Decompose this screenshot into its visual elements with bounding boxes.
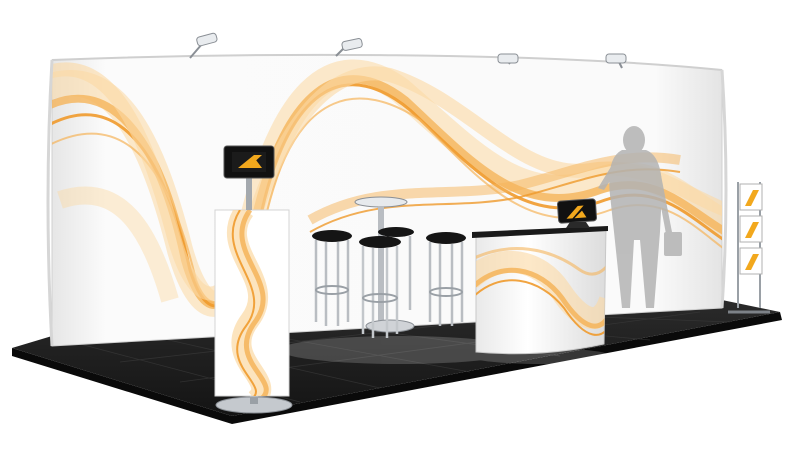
floor-reflection bbox=[280, 336, 610, 364]
table-base bbox=[365, 319, 415, 333]
spotlight-icon bbox=[335, 38, 363, 57]
tablet-logo-icon bbox=[232, 152, 266, 172]
spotlights bbox=[189, 32, 627, 69]
bar-stools bbox=[312, 227, 466, 338]
counter-body bbox=[475, 227, 607, 355]
reception-counter bbox=[472, 198, 608, 355]
table-top bbox=[354, 196, 408, 208]
wave-graphic bbox=[52, 59, 722, 317]
counter-tablet-stand bbox=[566, 222, 590, 228]
brochure-stand bbox=[728, 182, 770, 314]
podium-post bbox=[250, 392, 258, 404]
spotlight-icon bbox=[189, 32, 218, 59]
tablet-pole bbox=[246, 176, 252, 210]
counter-top bbox=[472, 226, 608, 238]
backwall-top-edge bbox=[51, 53, 723, 71]
bar-stool bbox=[359, 236, 401, 338]
brochure-logo-icon bbox=[745, 190, 759, 206]
brochure-holder bbox=[739, 247, 763, 275]
brochure-logo-icon bbox=[745, 222, 759, 238]
bar-stool bbox=[426, 232, 466, 326]
backwall-right-cap bbox=[720, 69, 728, 309]
bar-stool bbox=[312, 230, 352, 326]
counter-wave-graphic bbox=[476, 247, 606, 336]
podium-wave-graphic bbox=[226, 210, 272, 396]
brochure-holder bbox=[739, 215, 763, 243]
brochure-logo-icon bbox=[745, 254, 759, 270]
tablet-logo-icon bbox=[566, 205, 587, 219]
spotlight-icon bbox=[605, 53, 627, 69]
backwall-left-cap bbox=[46, 59, 54, 347]
bar-stool bbox=[378, 227, 414, 310]
podium-stand bbox=[214, 145, 293, 414]
brochure-holder bbox=[739, 183, 763, 211]
person-silhouette bbox=[598, 126, 682, 308]
spotlight-icon bbox=[497, 53, 519, 65]
